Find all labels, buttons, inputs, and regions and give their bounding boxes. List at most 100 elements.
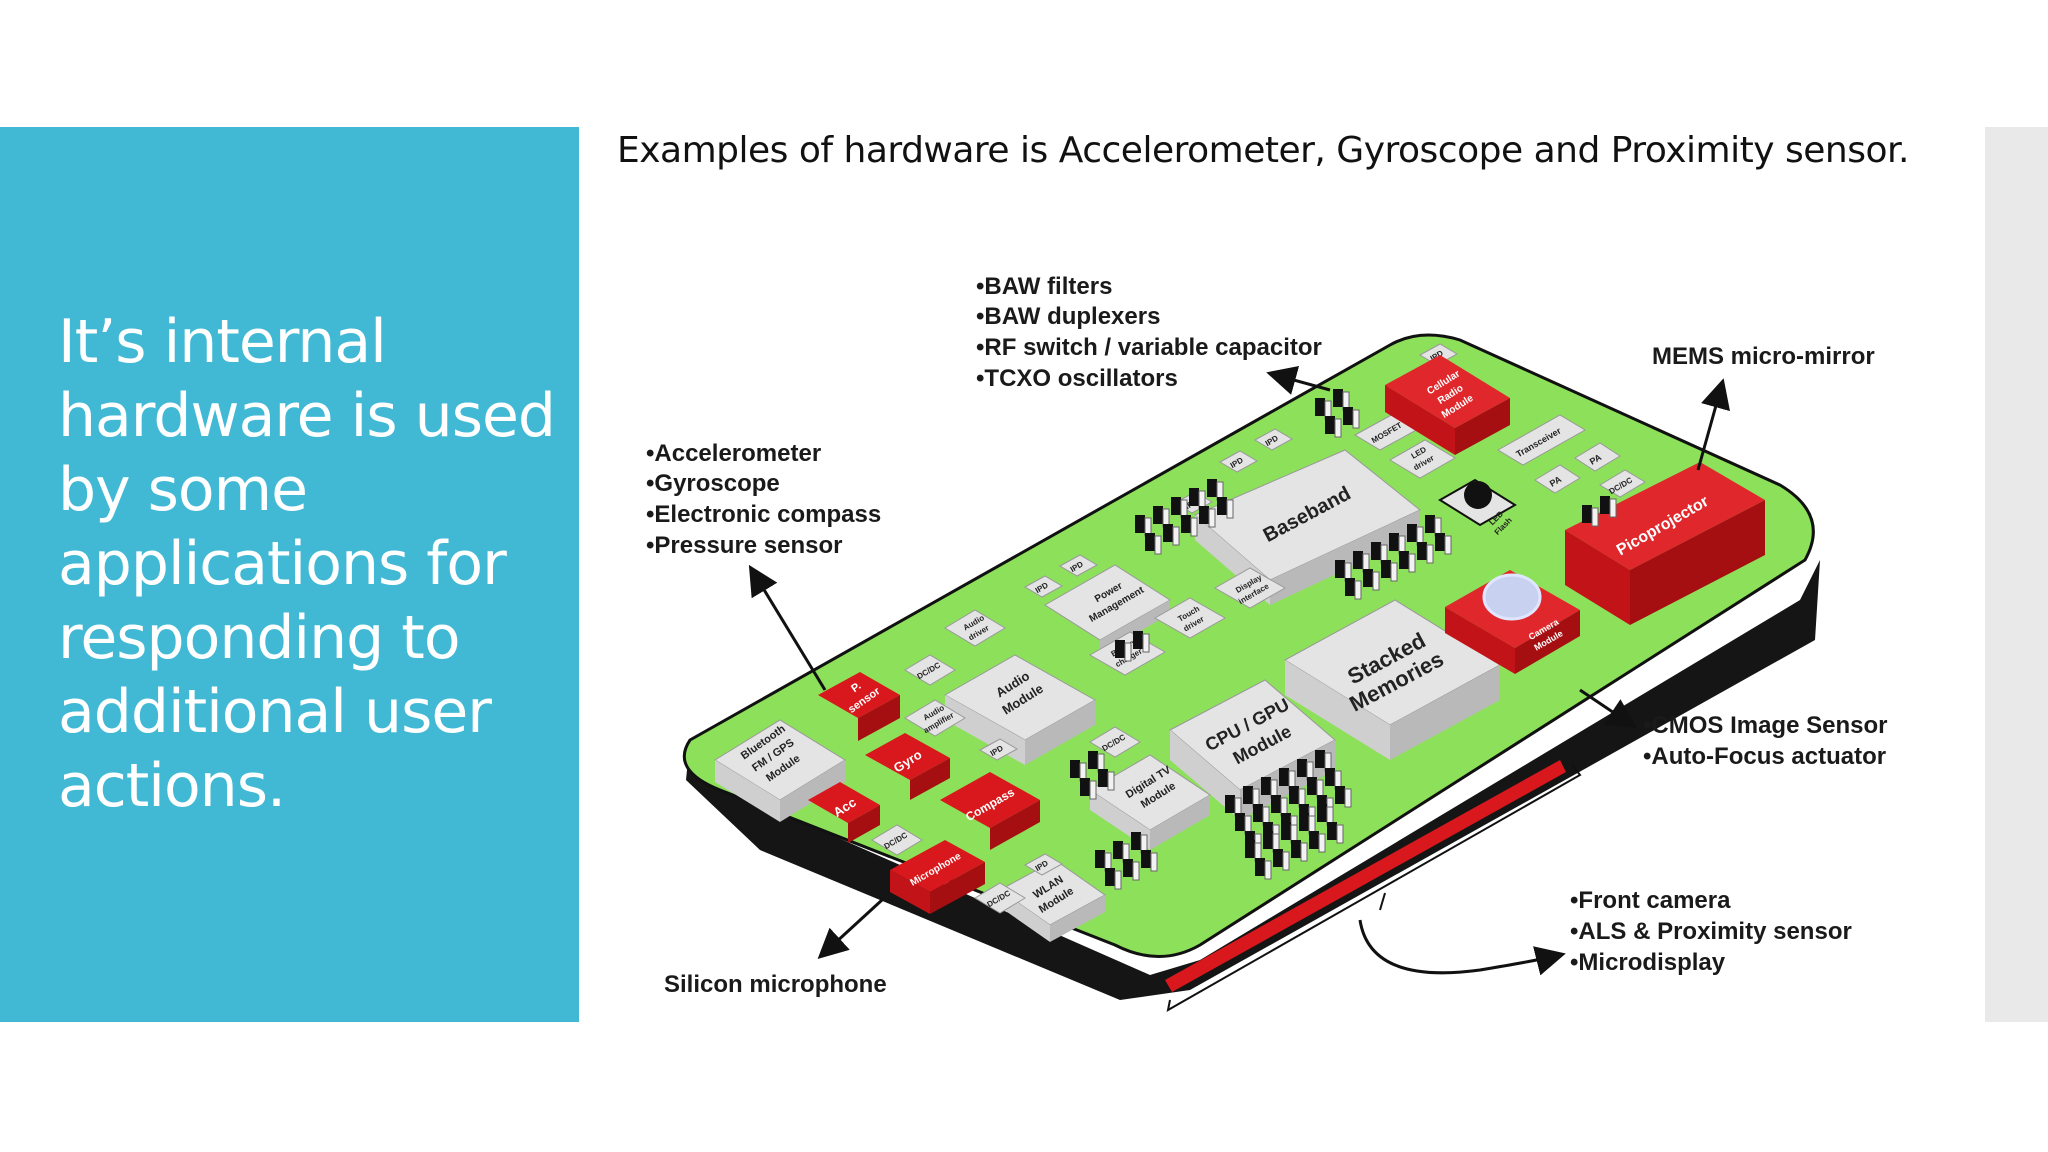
passive-component [1189, 488, 1199, 506]
passive-component [1344, 788, 1352, 808]
passive-component [1600, 496, 1610, 514]
passive-component [1335, 786, 1345, 804]
passive-component [1282, 851, 1290, 871]
passive-component [1080, 778, 1090, 796]
module-stacked-memories: Stacked Memories [1284, 599, 1501, 760]
passive-component [1417, 542, 1427, 560]
passive-component [1208, 508, 1216, 528]
passive-component [1315, 750, 1325, 768]
passive-component [1226, 499, 1234, 519]
callout-cmos: •CMOS Image Sensor •Auto-Focus actuator [1643, 712, 1887, 770]
passive-component [1261, 777, 1271, 795]
passive-component [1145, 533, 1155, 551]
slide-text-line: It’s internal [58, 307, 387, 377]
passive-component [1582, 505, 1592, 523]
camera-lens [1482, 573, 1542, 621]
chip-p-sensor: P. sensor [818, 672, 900, 741]
slide-body-text: It’s internal hardware is used by some a… [58, 305, 558, 823]
passive-component [1088, 751, 1098, 769]
arrow-to-mems [1696, 378, 1730, 471]
passive-component [1353, 551, 1363, 569]
smartphone-hardware-diagram: Baseband Stacked Memories CPU / GPU Modu… [646, 273, 1887, 1012]
slide-text-line: responding to [58, 603, 461, 673]
passive-component [1264, 860, 1272, 880]
slide-text-line: applications for [58, 529, 507, 599]
passive-component [1336, 824, 1344, 844]
callout-front-line: •Microdisplay [1570, 949, 1726, 976]
passive-component [1327, 822, 1337, 840]
callout-left-line: •Pressure sensor [646, 532, 843, 559]
passive-component [1333, 389, 1343, 407]
passive-component [1255, 858, 1265, 876]
passive-component [1114, 870, 1122, 890]
callout-top: •BAW filters •BAW duplexers •RF switch /… [976, 273, 1322, 392]
bracket-tick [1379, 892, 1386, 911]
callout-mems: MEMS micro-mirror [1652, 343, 1875, 370]
callout-front-line: •Front camera [1570, 887, 1731, 914]
passive-component [1281, 822, 1291, 840]
passive-component [1352, 409, 1360, 429]
passive-component [1381, 560, 1391, 578]
passive-component [1098, 769, 1108, 787]
slide-text-line: additional user [58, 677, 492, 747]
passive-component [1190, 517, 1198, 537]
passive-component [1135, 515, 1145, 533]
passive-component [1181, 515, 1191, 533]
passive-component [1372, 571, 1380, 591]
bracket-front [1166, 764, 1582, 1012]
passive-component [1297, 759, 1307, 777]
passive-component [1132, 861, 1140, 881]
callout-top-line: •BAW duplexers [976, 303, 1160, 330]
passive-component [1325, 416, 1335, 434]
passive-component [1105, 868, 1115, 886]
passive-component [1171, 497, 1181, 515]
passive-component [1399, 551, 1409, 569]
slide-text-line: by some [58, 455, 308, 525]
callout-left-line: •Electronic compass [646, 501, 881, 528]
callout-arrows [748, 365, 1730, 1012]
passive-component [1235, 813, 1245, 831]
passive-component [1354, 580, 1362, 600]
arrow-to-left-callout [748, 564, 827, 691]
passive-component [1425, 515, 1435, 533]
passive-component [1407, 524, 1417, 542]
callout-top-line: •BAW filters [976, 273, 1112, 300]
passive-component [1141, 850, 1151, 868]
passive-component [1154, 535, 1162, 555]
passive-component [1371, 542, 1381, 560]
red-strip [1165, 760, 1566, 992]
callout-top-line: •TCXO oscillators [976, 365, 1178, 392]
passive-component [1291, 840, 1301, 858]
passive-component [1609, 498, 1617, 518]
callout-front: •Front camera •ALS & Proximity sensor •M… [1570, 887, 1852, 976]
callout-mic: Silicon microphone [664, 971, 887, 998]
passive-component [1207, 479, 1217, 497]
passive-component [1150, 852, 1158, 872]
passive-component [1163, 524, 1173, 542]
callout-front-line: •ALS & Proximity sensor [1570, 918, 1852, 945]
passive-component [1591, 507, 1599, 527]
arrow-to-mic [817, 898, 884, 960]
passive-component [1217, 497, 1227, 515]
passive-component [1263, 831, 1273, 849]
passive-component [1133, 631, 1143, 649]
passive-component [1199, 506, 1209, 524]
passive-component [1317, 804, 1327, 822]
passive-component [1245, 840, 1255, 858]
passive-component [1253, 804, 1263, 822]
passive-component [1318, 833, 1326, 853]
passive-component [1390, 562, 1398, 582]
passive-component [1363, 569, 1373, 587]
slide-text-line: hardware is used [58, 381, 556, 451]
callout-cmos-line: •Auto-Focus actuator [1643, 743, 1886, 770]
passive-component [1426, 544, 1434, 564]
callout-top-line: •RF switch / variable capacitor [976, 334, 1322, 361]
passive-component [1172, 526, 1180, 546]
passive-component [1343, 407, 1353, 425]
passive-component [1309, 831, 1319, 849]
passive-component [1300, 842, 1308, 862]
passive-component [1389, 533, 1399, 551]
passive-component [1243, 786, 1253, 804]
passive-component [1315, 398, 1325, 416]
passive-component [1299, 813, 1309, 831]
